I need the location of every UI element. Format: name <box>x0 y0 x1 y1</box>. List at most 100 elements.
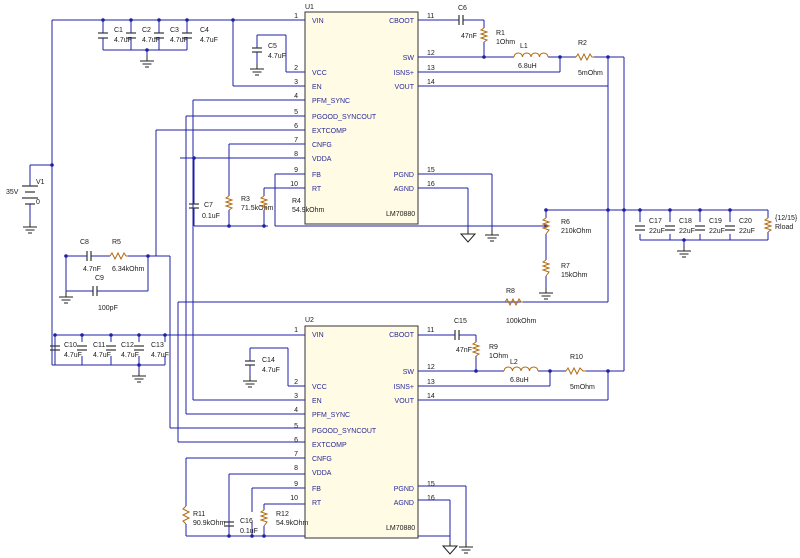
r10-ref: R10 <box>570 354 583 361</box>
capacitor-c9[interactable]: C9 100pF <box>90 275 118 312</box>
capacitor-c15[interactable]: C15 47nF <box>452 318 472 354</box>
u2-pin-13-number: 13 <box>427 379 435 386</box>
capacitor-c13[interactable]: C13 4.7uF <box>134 342 169 359</box>
inductor-l1[interactable]: L1 6.8uH <box>513 43 549 70</box>
capacitor-c12[interactable]: C12 4.7uF <box>106 342 139 359</box>
c6-value: 47nF <box>461 33 477 40</box>
u2-pin-13-name: ISNS+ <box>394 384 414 391</box>
c11-ref: C11 <box>93 342 105 349</box>
u1-part: LM70880 <box>386 211 415 218</box>
source-name: V1 <box>36 179 45 186</box>
ic-u1[interactable]: U1 LM70880 <box>304 4 419 225</box>
c3-value: 4.7uF <box>170 37 188 44</box>
resistor-r10[interactable]: R10 5mOhm <box>565 354 595 391</box>
c1-ref: C1 <box>114 27 123 34</box>
r5-ref: R5 <box>112 239 121 246</box>
capacitor-c16[interactable]: C16 0.1uF <box>224 518 258 535</box>
u1-pin-2-name: VCC <box>312 70 327 77</box>
c17-ref: C17 <box>649 218 662 225</box>
resistor-r11[interactable]: R11 90.9kOhm <box>181 505 225 527</box>
u1-ref: U1 <box>305 4 314 11</box>
c10-ref: C10 <box>64 342 77 349</box>
u2-pin-11-name: CBOOT <box>389 332 415 339</box>
c15-value: 47nF <box>456 347 472 354</box>
u1-pin-4-name: PFM_SYNC <box>312 98 350 105</box>
u1-pin-2-number: 2 <box>294 65 298 72</box>
c13-value: 4.7uF <box>151 352 169 359</box>
capacitor-c18[interactable]: C18 22uF <box>665 218 695 235</box>
u2-pin-15-name: PGND <box>394 486 414 493</box>
c14-value: 4.7uF <box>262 367 280 374</box>
capacitor-c7[interactable]: C7 0.1uF <box>189 200 220 220</box>
c17-value: 22uF <box>649 228 665 235</box>
capacitor-c3[interactable]: C3 4.7uF <box>154 27 188 44</box>
capacitor-c1[interactable]: C1 4.7uF <box>98 27 132 44</box>
c16-ref: C16 <box>240 518 253 525</box>
rload-name: Rload <box>775 224 793 231</box>
c12-value: 4.7uF <box>121 352 139 359</box>
c1-value: 4.7uF <box>114 37 132 44</box>
c3-ref: C3 <box>170 27 179 34</box>
capacitor-c6[interactable]: C6 47nF <box>456 5 477 40</box>
voltage-source-v1[interactable]: V1 35V 0 <box>6 179 45 210</box>
u2-pin-1-name: VIN <box>312 332 324 339</box>
capacitor-c14[interactable]: C14 4.7uF <box>245 357 280 374</box>
c13-ref: C13 <box>151 342 164 349</box>
capacitor-c17[interactable]: C17 22uF <box>635 218 665 235</box>
capacitor-c10[interactable]: C10 4.7uF <box>50 340 82 359</box>
resistor-r8[interactable]: R8 100kOhm <box>504 288 537 325</box>
u2-left-pins: 1VIN2VCC3EN4PFM_SYNC5PGOOD_SYNCOUT6EXTCO… <box>290 327 377 507</box>
c7-value: 0.1uF <box>202 213 220 220</box>
u2-pin-14-number: 14 <box>427 393 435 400</box>
resistor-r7[interactable]: R7 15kOhm <box>541 259 588 279</box>
ic-u2[interactable]: U2 LM70880 <box>304 317 419 539</box>
r6-ref: R6 <box>561 219 570 226</box>
c15-ref: C15 <box>454 318 467 325</box>
resistor-r4[interactable]: R4 54.9kOhm <box>259 195 324 214</box>
c5-ref: C5 <box>268 43 277 50</box>
junction-dots <box>50 18 732 538</box>
inductor-l2[interactable]: L2 6.8uH <box>503 359 539 384</box>
u2-pin-7-name: CNFG <box>312 456 332 463</box>
capacitor-c11[interactable]: C11 4.7uF <box>77 342 111 359</box>
u1-pin-14-name: VOUT <box>395 84 415 91</box>
resistor-r9[interactable]: R9 1Ohm <box>471 341 508 360</box>
u1-pin-8-name: VDDA <box>312 156 332 163</box>
resistor-r5[interactable]: R5 6.34kOhm <box>109 239 144 273</box>
u1-pin-15-number: 15 <box>427 167 435 174</box>
c8-ref: C8 <box>80 239 89 246</box>
c18-value: 22uF <box>679 228 695 235</box>
l1-ref: L1 <box>520 43 528 50</box>
resistor-r12[interactable]: R12 54.9kOhm <box>259 509 308 527</box>
r9-value: 1Ohm <box>489 353 508 360</box>
u1-pin-12-number: 12 <box>427 50 435 57</box>
u2-pin-4-name: PFM_SYNC <box>312 412 350 419</box>
capacitor-c5[interactable]: C5 4.7uF <box>252 43 286 60</box>
u2-pin-16-name: AGND <box>394 500 414 507</box>
u1-pin-16-number: 16 <box>427 181 435 188</box>
resistor-r3[interactable]: R3 71.5kOhm <box>224 195 273 212</box>
u1-pin-7-number: 7 <box>294 137 298 144</box>
r4-value: 54.9kOhm <box>292 207 324 214</box>
source-voltage: 35V <box>6 189 19 196</box>
r1-value: 1Ohm <box>496 39 515 46</box>
u2-pin-14-name: VOUT <box>395 398 415 405</box>
c2-value: 4.7uF <box>142 37 160 44</box>
r3-value: 71.5kOhm <box>241 205 273 212</box>
capacitor-c19[interactable]: C19 22uF <box>695 218 725 235</box>
resistor-r2[interactable]: R2 5mOhm <box>575 40 603 77</box>
u2-pin-5-number: 5 <box>294 423 298 430</box>
capacitor-c2[interactable]: C2 4.7uF <box>126 27 160 44</box>
resistor-r6[interactable]: R6 210kOhm <box>541 217 592 235</box>
u1-pin-7-name: CNFG <box>312 142 332 149</box>
u2-pin-11-number: 11 <box>427 327 434 334</box>
resistor-rload[interactable]: {12/15} Rload <box>763 215 798 233</box>
capacitor-c20[interactable]: C20 22uF <box>725 218 755 235</box>
u1-pin-9-name: FB <box>312 172 321 179</box>
u1-pin-3-name: EN <box>312 84 322 91</box>
capacitor-c8[interactable]: C8 4.7nF <box>80 239 101 273</box>
resistor-r1[interactable]: R1 1Ohm <box>479 27 515 46</box>
capacitor-c4[interactable]: C4 4.7uF <box>182 27 218 44</box>
u1-pin-9-number: 9 <box>294 167 298 174</box>
